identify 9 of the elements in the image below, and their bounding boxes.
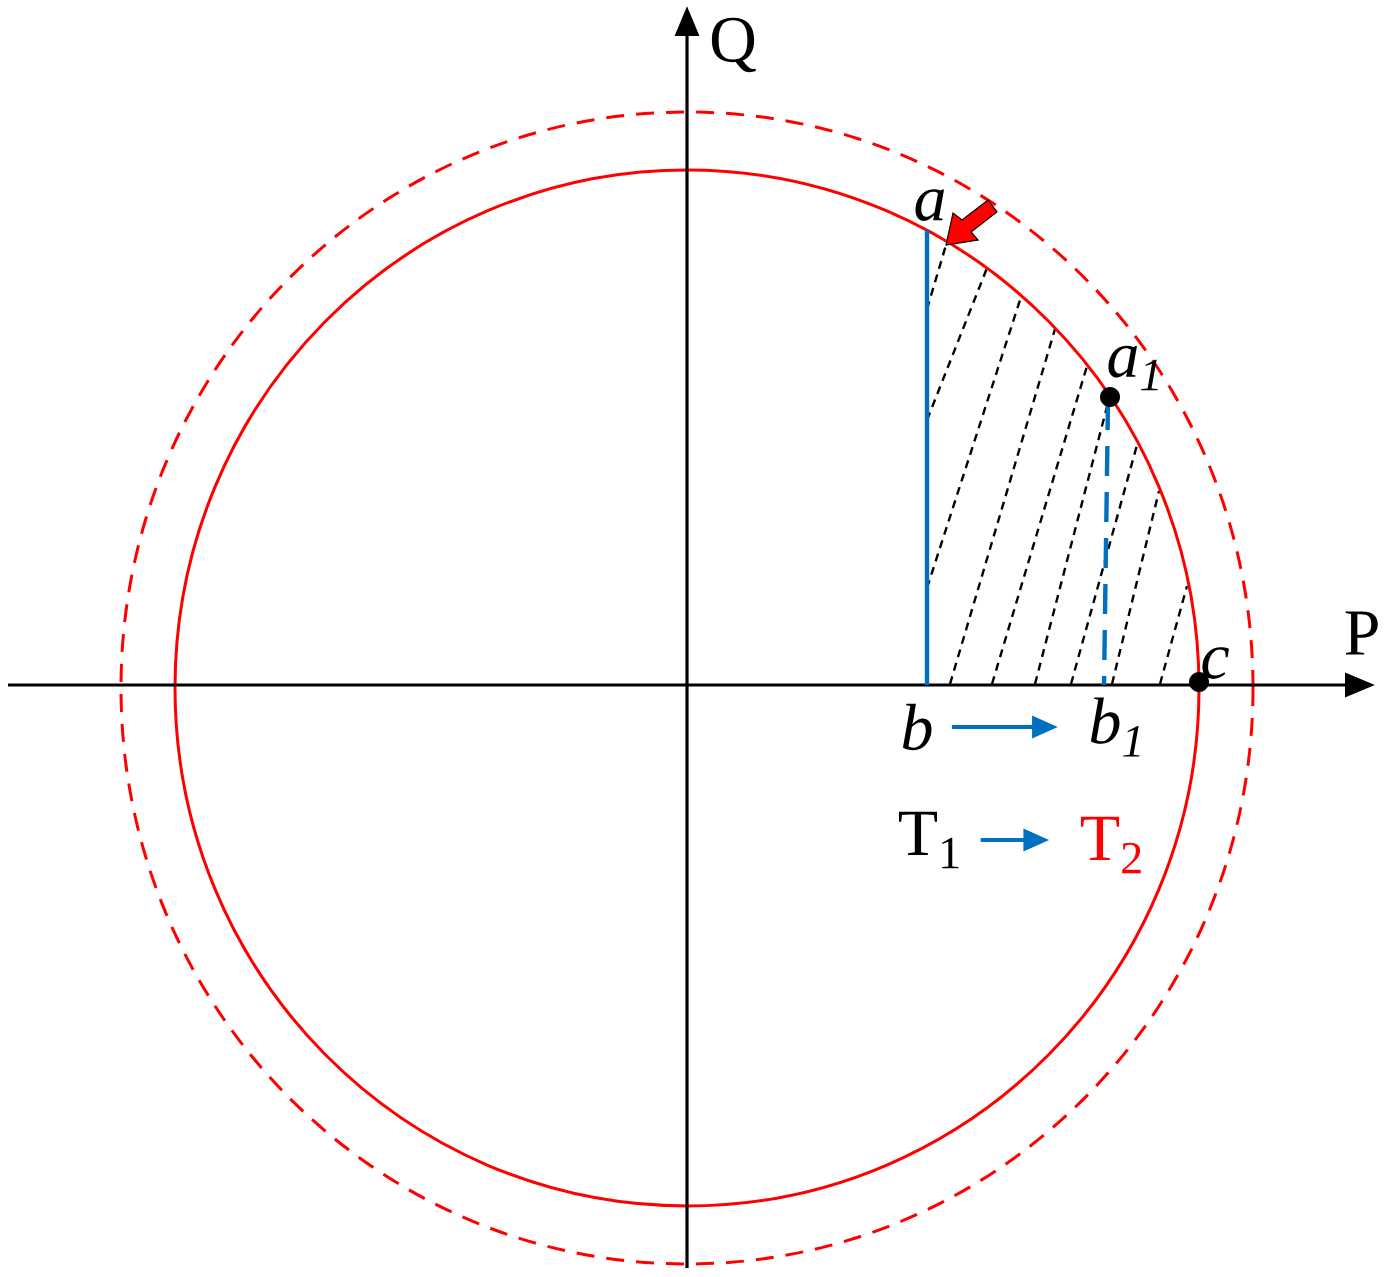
point-label: a: [915, 189, 945, 221]
axis-label: P: [1345, 611, 1378, 655]
point-label: a$_{1}$: [1108, 345, 1158, 391]
point-label: c: [1202, 647, 1229, 679]
symbol-label: T$_{1}$: [899, 811, 959, 869]
axis-label: Q: [711, 17, 756, 73]
symbol-label: b$_{1}$: [1090, 697, 1140, 757]
symbol-label: b: [902, 703, 932, 751]
symbol-label: T$_{2}$: [1081, 816, 1141, 874]
